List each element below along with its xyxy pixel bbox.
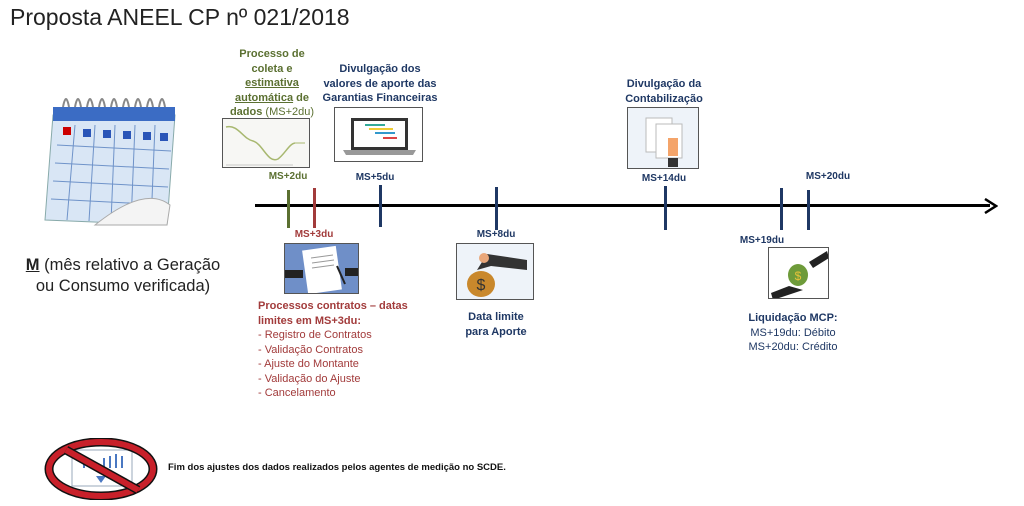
- tick-ms19: [780, 188, 783, 230]
- tick-ms5: [379, 185, 382, 227]
- tick-ms20: [807, 190, 810, 230]
- page-title: Proposta ANEEL CP nº 021/2018: [10, 4, 350, 30]
- chart-thumbnail: [222, 118, 310, 168]
- timeline-axis: [255, 204, 990, 207]
- label-ms3: MS+3du: [294, 229, 334, 240]
- arrow-head-icon: [984, 198, 998, 214]
- label-ms14: MS+14du: [641, 173, 687, 184]
- label-ms20: MS+20du: [805, 171, 851, 182]
- laptop-icon: [334, 107, 423, 162]
- label-ms19: MS+19du: [739, 235, 785, 246]
- label-ms8: MS+8du: [476, 229, 516, 240]
- tick-ms2: [287, 190, 290, 228]
- svg-text:$: $: [795, 269, 802, 283]
- money-bag-icon: $: [456, 243, 534, 300]
- tick-ms8: [495, 187, 498, 230]
- tick-ms14: [664, 186, 667, 230]
- contract-item: - Registro de Contratos: [258, 329, 372, 341]
- contract-item: - Cancelamento: [258, 387, 336, 399]
- prohibited-icon: [44, 438, 158, 500]
- label-ms2: MS+2du: [268, 171, 308, 182]
- contract-item: - Validação do Ajuste: [258, 372, 361, 385]
- payment-exchange-icon: $: [768, 247, 829, 299]
- contract-item: - Validação Contratos: [258, 343, 363, 356]
- contract-item: - Ajuste do Montante: [258, 358, 359, 370]
- accounting-document-icon: [627, 107, 699, 169]
- svg-text:$: $: [477, 277, 486, 294]
- label-ms5: MS+5du: [355, 172, 395, 183]
- contract-signing-icon: [284, 243, 359, 294]
- footer-note: Fim dos ajustes dos dados realizados pel…: [168, 462, 506, 473]
- calendar-icon: [44, 98, 176, 226]
- tick-ms3: [313, 188, 316, 228]
